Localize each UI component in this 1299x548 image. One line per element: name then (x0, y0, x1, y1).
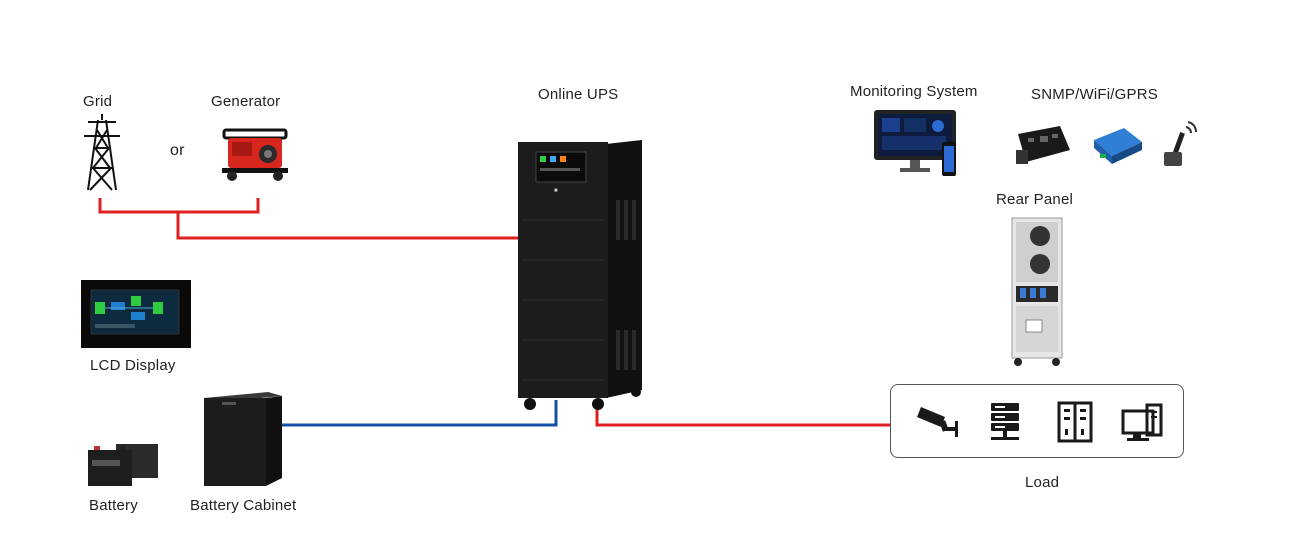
online-ups-label: Online UPS (538, 86, 619, 103)
lcd-display-image (81, 280, 191, 348)
load-label: Load (1025, 474, 1060, 491)
lcd-display-label: LCD Display (90, 357, 176, 374)
snmp-label: SNMP/WiFi/GPRS (1031, 86, 1158, 103)
server-icon (991, 403, 1019, 440)
battery-image (88, 444, 158, 486)
generator-icon (222, 128, 288, 181)
monitor-icon (874, 110, 956, 176)
power-tower-icon (84, 114, 120, 191)
ups-tower: ■ (518, 140, 642, 410)
battery-to-ups-line (282, 400, 558, 427)
grid-label: Grid (83, 93, 113, 110)
snmp-card-icon (1016, 126, 1070, 164)
svg-text:■: ■ (554, 188, 558, 194)
mains-to-ups-line (176, 212, 520, 240)
load-box (890, 384, 1184, 458)
wifi-module-icon (1094, 128, 1142, 164)
rack-cabinet-icon (1057, 401, 1093, 443)
grid-input-line (98, 198, 260, 214)
computer-icon (1121, 403, 1163, 441)
generator-label: Generator (211, 93, 281, 110)
rear-panel-label: Rear Panel (996, 191, 1074, 208)
or-label: or (170, 142, 185, 159)
battery-cabinet-image (204, 392, 282, 486)
cctv-camera-icon (917, 407, 958, 437)
battery-label: Battery (89, 497, 138, 514)
battery-cabinet-label: Battery Cabinet (190, 497, 297, 514)
gprs-antenna-icon (1164, 121, 1198, 166)
rear-panel-image (1011, 217, 1063, 366)
monitoring-system-label: Monitoring System (850, 83, 978, 100)
